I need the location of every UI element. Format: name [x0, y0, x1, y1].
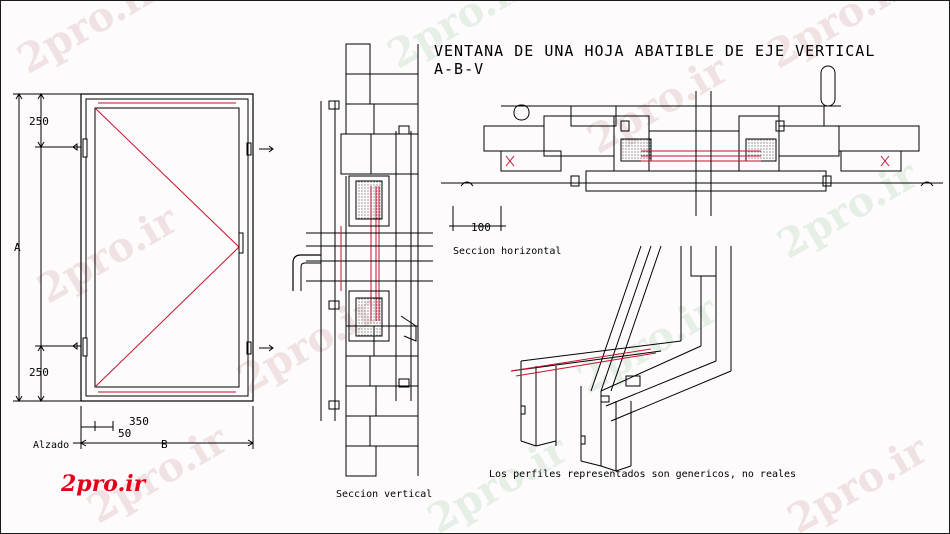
- label-alzado: Alzado: [33, 440, 69, 451]
- dim-a: A: [14, 241, 21, 254]
- label-nota: Los perfiles representados son genericos…: [489, 469, 796, 480]
- dim-100: 100: [471, 221, 491, 234]
- dim-b: B: [161, 438, 168, 451]
- drawing-subtitle: A-B-V: [434, 60, 484, 78]
- dim-bottom-250: 250: [29, 366, 49, 379]
- elevation-view: [13, 93, 274, 449]
- horizontal-section: [441, 65, 943, 231]
- label-seccion-vertical: Seccion vertical: [336, 489, 432, 500]
- label-seccion-horizontal: Seccion horizontal: [453, 246, 561, 257]
- dim-50: 50: [118, 427, 131, 440]
- brand-logo: 2pro.ir: [61, 471, 146, 497]
- vertical-section: [292, 43, 433, 477]
- drawing-title: VENTANA DE UNA HOJA ABATIBLE DE EJE VERT…: [434, 42, 875, 60]
- dim-350: 350: [129, 415, 149, 428]
- isometric-profile: [510, 245, 732, 472]
- dim-top-250: 250: [29, 115, 49, 128]
